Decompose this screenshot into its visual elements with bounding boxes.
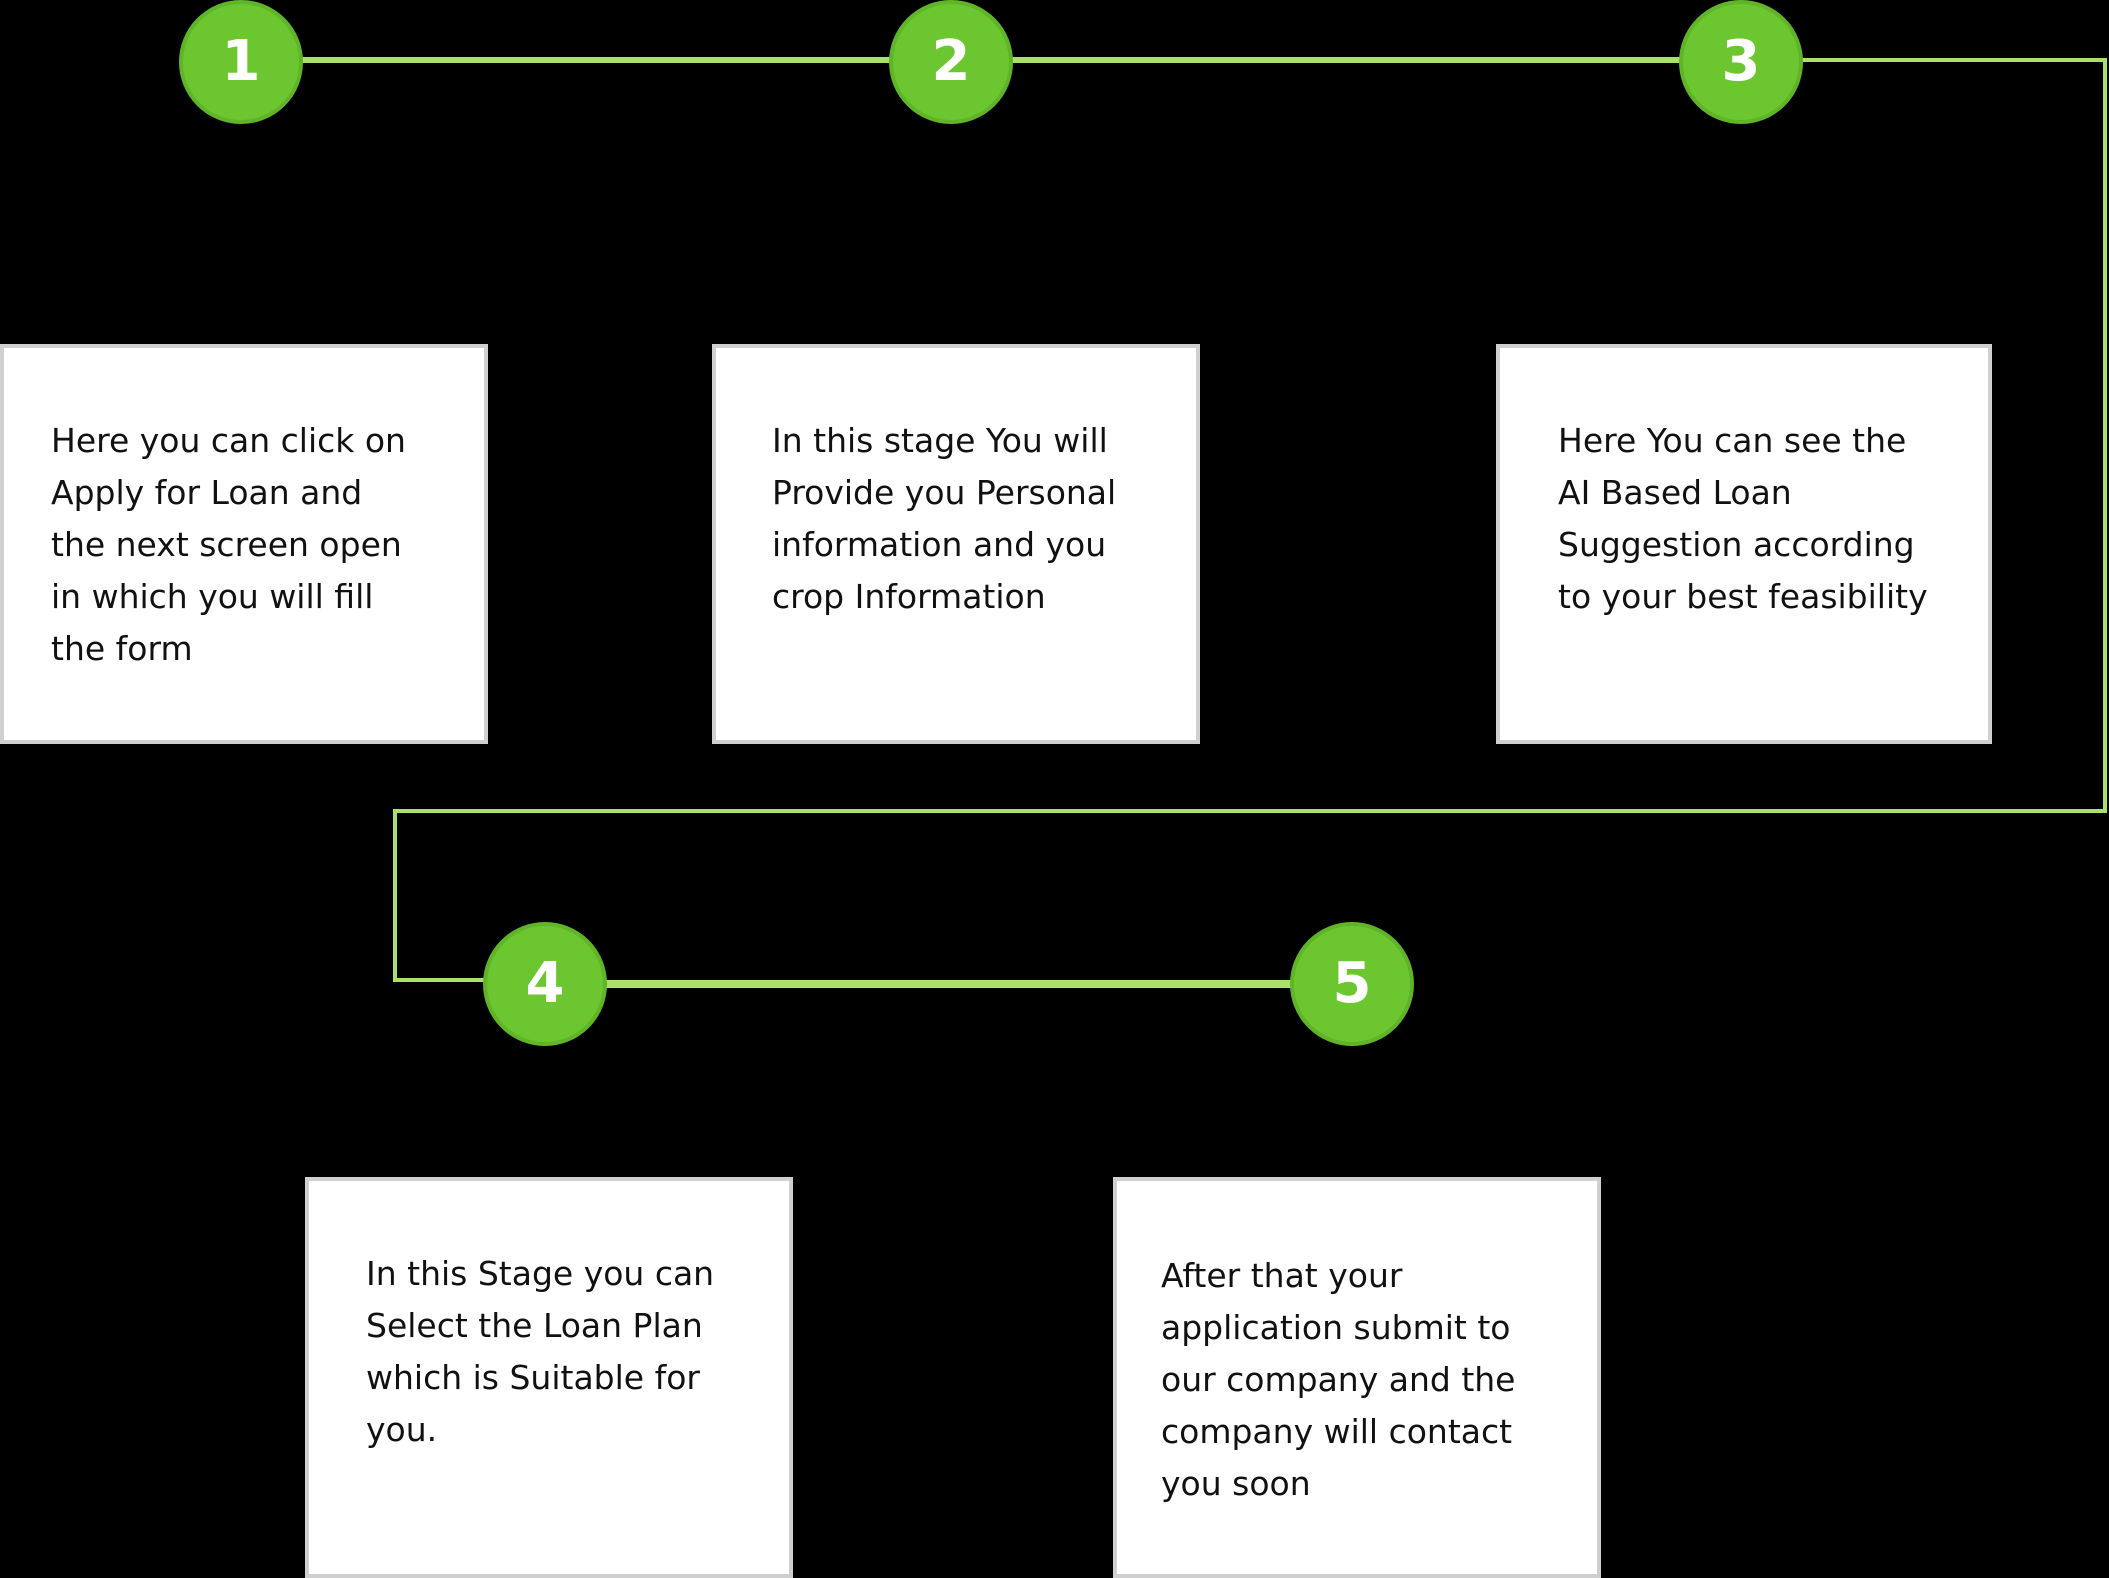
step-2-description: In this stage You will Provide you Perso…	[772, 421, 1117, 616]
connector-3-4	[393, 58, 2107, 982]
step-2-card	[712, 344, 1200, 744]
step-1-node: 1	[179, 0, 303, 124]
step-5-node: 5	[1290, 922, 1414, 1046]
step-4-node: 4	[483, 922, 607, 1046]
step-5-description: After that your application submit to ou…	[1161, 1256, 1516, 1503]
step-1-description: Here you can click on Apply for Loan and…	[51, 421, 406, 668]
step-3-node: 3	[1679, 0, 1803, 124]
step-2-number: 2	[931, 29, 971, 94]
step-5-card	[1113, 1177, 1601, 1578]
step-3-number: 3	[1721, 29, 1761, 94]
step-5-number: 5	[1332, 951, 1372, 1016]
step-3-description: Here You can see the AI Based Loan Sugge…	[1558, 421, 1928, 616]
step-2-node: 2	[889, 0, 1013, 124]
step-3-card	[1496, 344, 1992, 744]
step-1-card	[0, 344, 488, 744]
step-4-number: 4	[525, 951, 565, 1016]
step-4-card	[305, 1177, 793, 1578]
step-1-number: 1	[221, 29, 261, 94]
step-4-description: In this Stage you can Select the Loan Pl…	[366, 1254, 715, 1449]
